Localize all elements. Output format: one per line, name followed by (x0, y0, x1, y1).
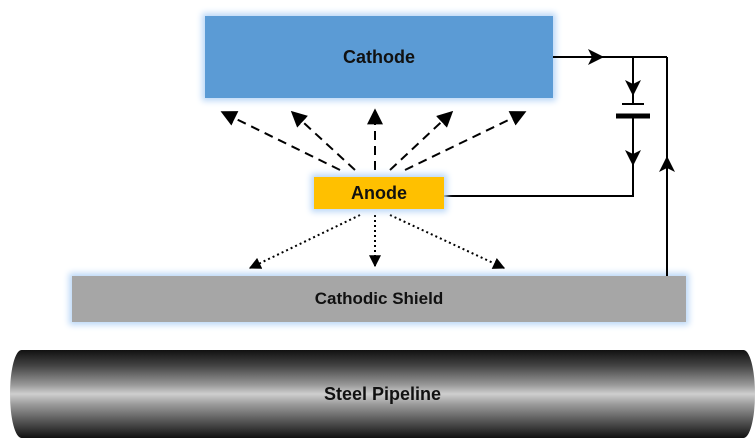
dotted-arrow-1 (248, 214, 361, 269)
arrowhead-up (659, 156, 675, 172)
shield-label: Cathodic Shield (314, 289, 444, 308)
anode-block: Anode (314, 177, 444, 209)
pipeline-label: Steel Pipeline (323, 383, 442, 404)
steel-pipeline: Steel Pipeline (10, 350, 755, 438)
arrowhead-down-top (625, 80, 641, 96)
cathodic-shield-block: Cathodic Shield (72, 276, 686, 322)
arrowhead-right (588, 49, 604, 65)
cathode-label: Cathode (343, 46, 415, 67)
arrowhead-down-bottom (625, 150, 641, 166)
dotted-arrow-3 (389, 214, 506, 269)
cathode-block: Cathode (205, 16, 553, 98)
dashed-arrow-1 (220, 111, 341, 171)
dashed-arrow-5 (404, 111, 527, 171)
anode-label: Anode (351, 182, 407, 203)
